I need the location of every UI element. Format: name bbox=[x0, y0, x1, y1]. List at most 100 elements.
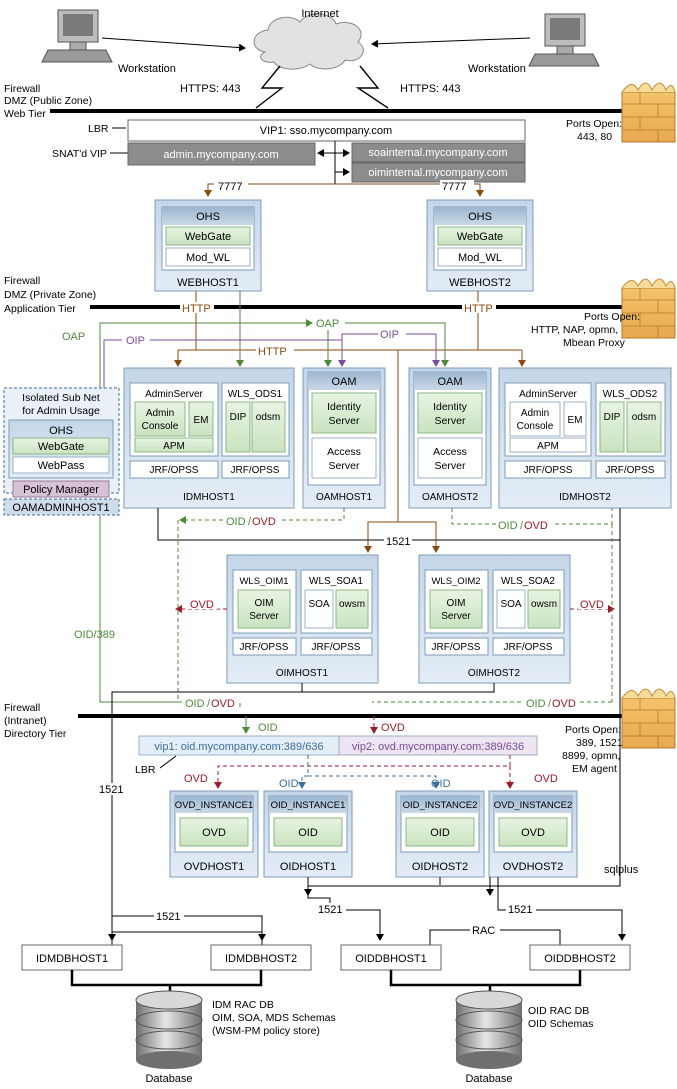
vip-oid-label: vip1: oid.mycompany.com:389/636 bbox=[154, 741, 323, 753]
oiddbhost2-box bbox=[529, 944, 631, 971]
oid-ovd-right-link bbox=[451, 508, 613, 525]
idm2-jrf-b: JRF/OPSS bbox=[606, 465, 655, 476]
webhost1-ohs-label: OHS bbox=[196, 211, 220, 223]
idm-db-line2: OIM, SOA, MDS Schemas bbox=[212, 1012, 336, 1024]
ports2-line3: Mbean Proxy bbox=[563, 337, 626, 349]
idm-db-line3: (WSM-PM policy store) bbox=[212, 1025, 320, 1037]
oim2-soa: SOA bbox=[500, 599, 521, 610]
svg-text:/: / bbox=[248, 516, 252, 528]
oidhost2-instance: OID_INSTANCE2 bbox=[403, 800, 478, 811]
http-left-label: HTTP bbox=[182, 303, 211, 315]
ports1-line1: Ports Open: bbox=[566, 118, 622, 130]
soa-vip-label: soainternal.mycompany.com bbox=[368, 147, 507, 159]
oid-host1-label: OID bbox=[279, 778, 299, 790]
oim1-oim-server-l2: Server bbox=[249, 611, 279, 622]
ovd-host2-label: OVD bbox=[534, 773, 558, 785]
oip-left-label: OIP bbox=[126, 335, 145, 347]
oip-center-label: OIP bbox=[380, 329, 399, 341]
ws-right-link bbox=[371, 37, 531, 48]
idm1-admin-console-l2: Console bbox=[142, 421, 179, 432]
lbr-label-top: LBR bbox=[88, 123, 109, 135]
idm1-odsm: odsm bbox=[256, 412, 280, 423]
svg-text:/: / bbox=[207, 698, 211, 710]
lbr-bottom-tick bbox=[159, 755, 177, 769]
svg-text:/: / bbox=[520, 520, 524, 532]
oamhost2: OAM Identity Server Access Server OAMHOS… bbox=[408, 367, 492, 509]
idm1-wls-ods1: WLS_ODS1 bbox=[228, 389, 283, 400]
oim2-wls-soa2: WLS_SOA2 bbox=[501, 576, 555, 587]
admin-webgate: WebGate bbox=[38, 441, 84, 453]
oam1-identity-l1: Identity bbox=[327, 401, 362, 413]
idm1-em: EM bbox=[194, 415, 209, 426]
fw3-line2: (Intranet) bbox=[4, 715, 47, 727]
vip-ovd-label: vip2: ovd.mycompany.com:389/636 bbox=[352, 741, 524, 753]
idmhost2: AdminServer Admin Console EM APM WLS_ODS… bbox=[498, 367, 672, 509]
idm2-em: EM bbox=[568, 415, 583, 426]
oid-database-icon bbox=[455, 990, 523, 1069]
oamhost1-label: OAMHOST1 bbox=[316, 492, 373, 503]
oim-vip-box bbox=[351, 162, 526, 183]
oimhost2-label: OIMHOST2 bbox=[468, 668, 521, 679]
idm1-jrf-b: JRF/OPSS bbox=[231, 465, 280, 476]
ports3-line2: 389, 1521 bbox=[576, 737, 623, 749]
oam1-identity-l2: Server bbox=[329, 415, 360, 427]
idm-storage-bus bbox=[70, 970, 263, 987]
http-to-oimhost1 bbox=[364, 512, 399, 553]
oidhost2-oid: OID bbox=[430, 827, 450, 839]
oidhost1-label: OIDHOST1 bbox=[280, 861, 336, 873]
idm2-apm: APM bbox=[537, 441, 559, 452]
idm-db-line1: IDM RAC DB bbox=[212, 999, 274, 1011]
firewall-icon-1 bbox=[621, 82, 676, 143]
webhost2-webgate: WebGate bbox=[457, 231, 503, 243]
oid-ovd-center-right-ovd: OVD bbox=[552, 698, 576, 710]
idm2-wls-ods2: WLS_ODS2 bbox=[603, 389, 658, 400]
oid-lbr-label: OID bbox=[258, 722, 278, 734]
isolated-line1: Isolated Sub Net bbox=[22, 392, 100, 404]
ovdhost2: OVD_INSTANCE2 OVD OVDHOST2 bbox=[488, 790, 578, 878]
vip1-box bbox=[127, 119, 526, 142]
vip1-label: VIP1: sso.mycompany.com bbox=[260, 125, 392, 137]
workstation-left-icon bbox=[41, 9, 113, 63]
https-right-link bbox=[355, 65, 389, 109]
oidhost2-label: OIDHOST2 bbox=[412, 861, 468, 873]
admin-vip-box bbox=[127, 142, 316, 166]
oim1-wls-soa1: WLS_SOA1 bbox=[309, 576, 363, 587]
ovdhost2-label: OVDHOST2 bbox=[503, 861, 564, 873]
ovd-to-ovdhost1 bbox=[214, 755, 511, 789]
admin-policy-manager: Policy Manager bbox=[23, 484, 99, 496]
oim1-jrf-b: JRF/OPSS bbox=[312, 642, 361, 653]
ovd-lbr-label: OVD bbox=[381, 722, 405, 734]
idmdbhost2-box bbox=[210, 944, 312, 971]
oimhost1-label: OIMHOST1 bbox=[276, 668, 329, 679]
http-bus-label: HTTP bbox=[258, 346, 287, 358]
ovdhost2-ovd: OVD bbox=[521, 827, 545, 839]
webhost2-modwl: Mod_WL bbox=[458, 252, 502, 264]
port1521-left: 1521 bbox=[99, 784, 123, 796]
oamadminhost1-label: OAMADMINHOST1 bbox=[12, 502, 109, 514]
oap-left-label: OAP bbox=[62, 331, 85, 343]
oimhost1: WLS_OIM1 OIM Server WLS_SOA1 SOA owsm JR… bbox=[226, 554, 379, 684]
lbr-label-bottom: LBR bbox=[135, 764, 156, 776]
ovd-left-label: OVD bbox=[190, 599, 214, 611]
port7777-right-label: 7777 bbox=[442, 181, 466, 193]
oid-db-line2: OID Schemas bbox=[528, 1018, 593, 1030]
oidhost2-to-oiddb2 bbox=[497, 877, 626, 941]
ovdhost1: OVD_INSTANCE1 OVD OVDHOST1 bbox=[169, 790, 259, 878]
oam1-title: OAM bbox=[331, 376, 356, 388]
https-left-link bbox=[255, 65, 285, 109]
fw3-line3: Directory Tier bbox=[4, 728, 67, 740]
https-left-label: HTTPS: 443 bbox=[180, 83, 241, 95]
idm-database-icon bbox=[135, 990, 203, 1069]
port7777-left-label: 7777 bbox=[218, 181, 242, 193]
oid-ovd-center-left-oid: OID bbox=[185, 698, 205, 710]
oam2-access-l2: Server bbox=[435, 460, 466, 472]
oiddbhost1-box bbox=[340, 944, 442, 971]
oip-to-oamhost1 bbox=[150, 339, 346, 367]
ovd-right-label: OVD bbox=[580, 599, 604, 611]
internet-label: Internet bbox=[301, 8, 338, 20]
ovdhost1-label: OVDHOST1 bbox=[184, 861, 245, 873]
oid389-link bbox=[99, 515, 178, 703]
database-left-label: Database bbox=[145, 1073, 192, 1085]
oim2-oim-server-l1: OIM bbox=[447, 598, 466, 609]
